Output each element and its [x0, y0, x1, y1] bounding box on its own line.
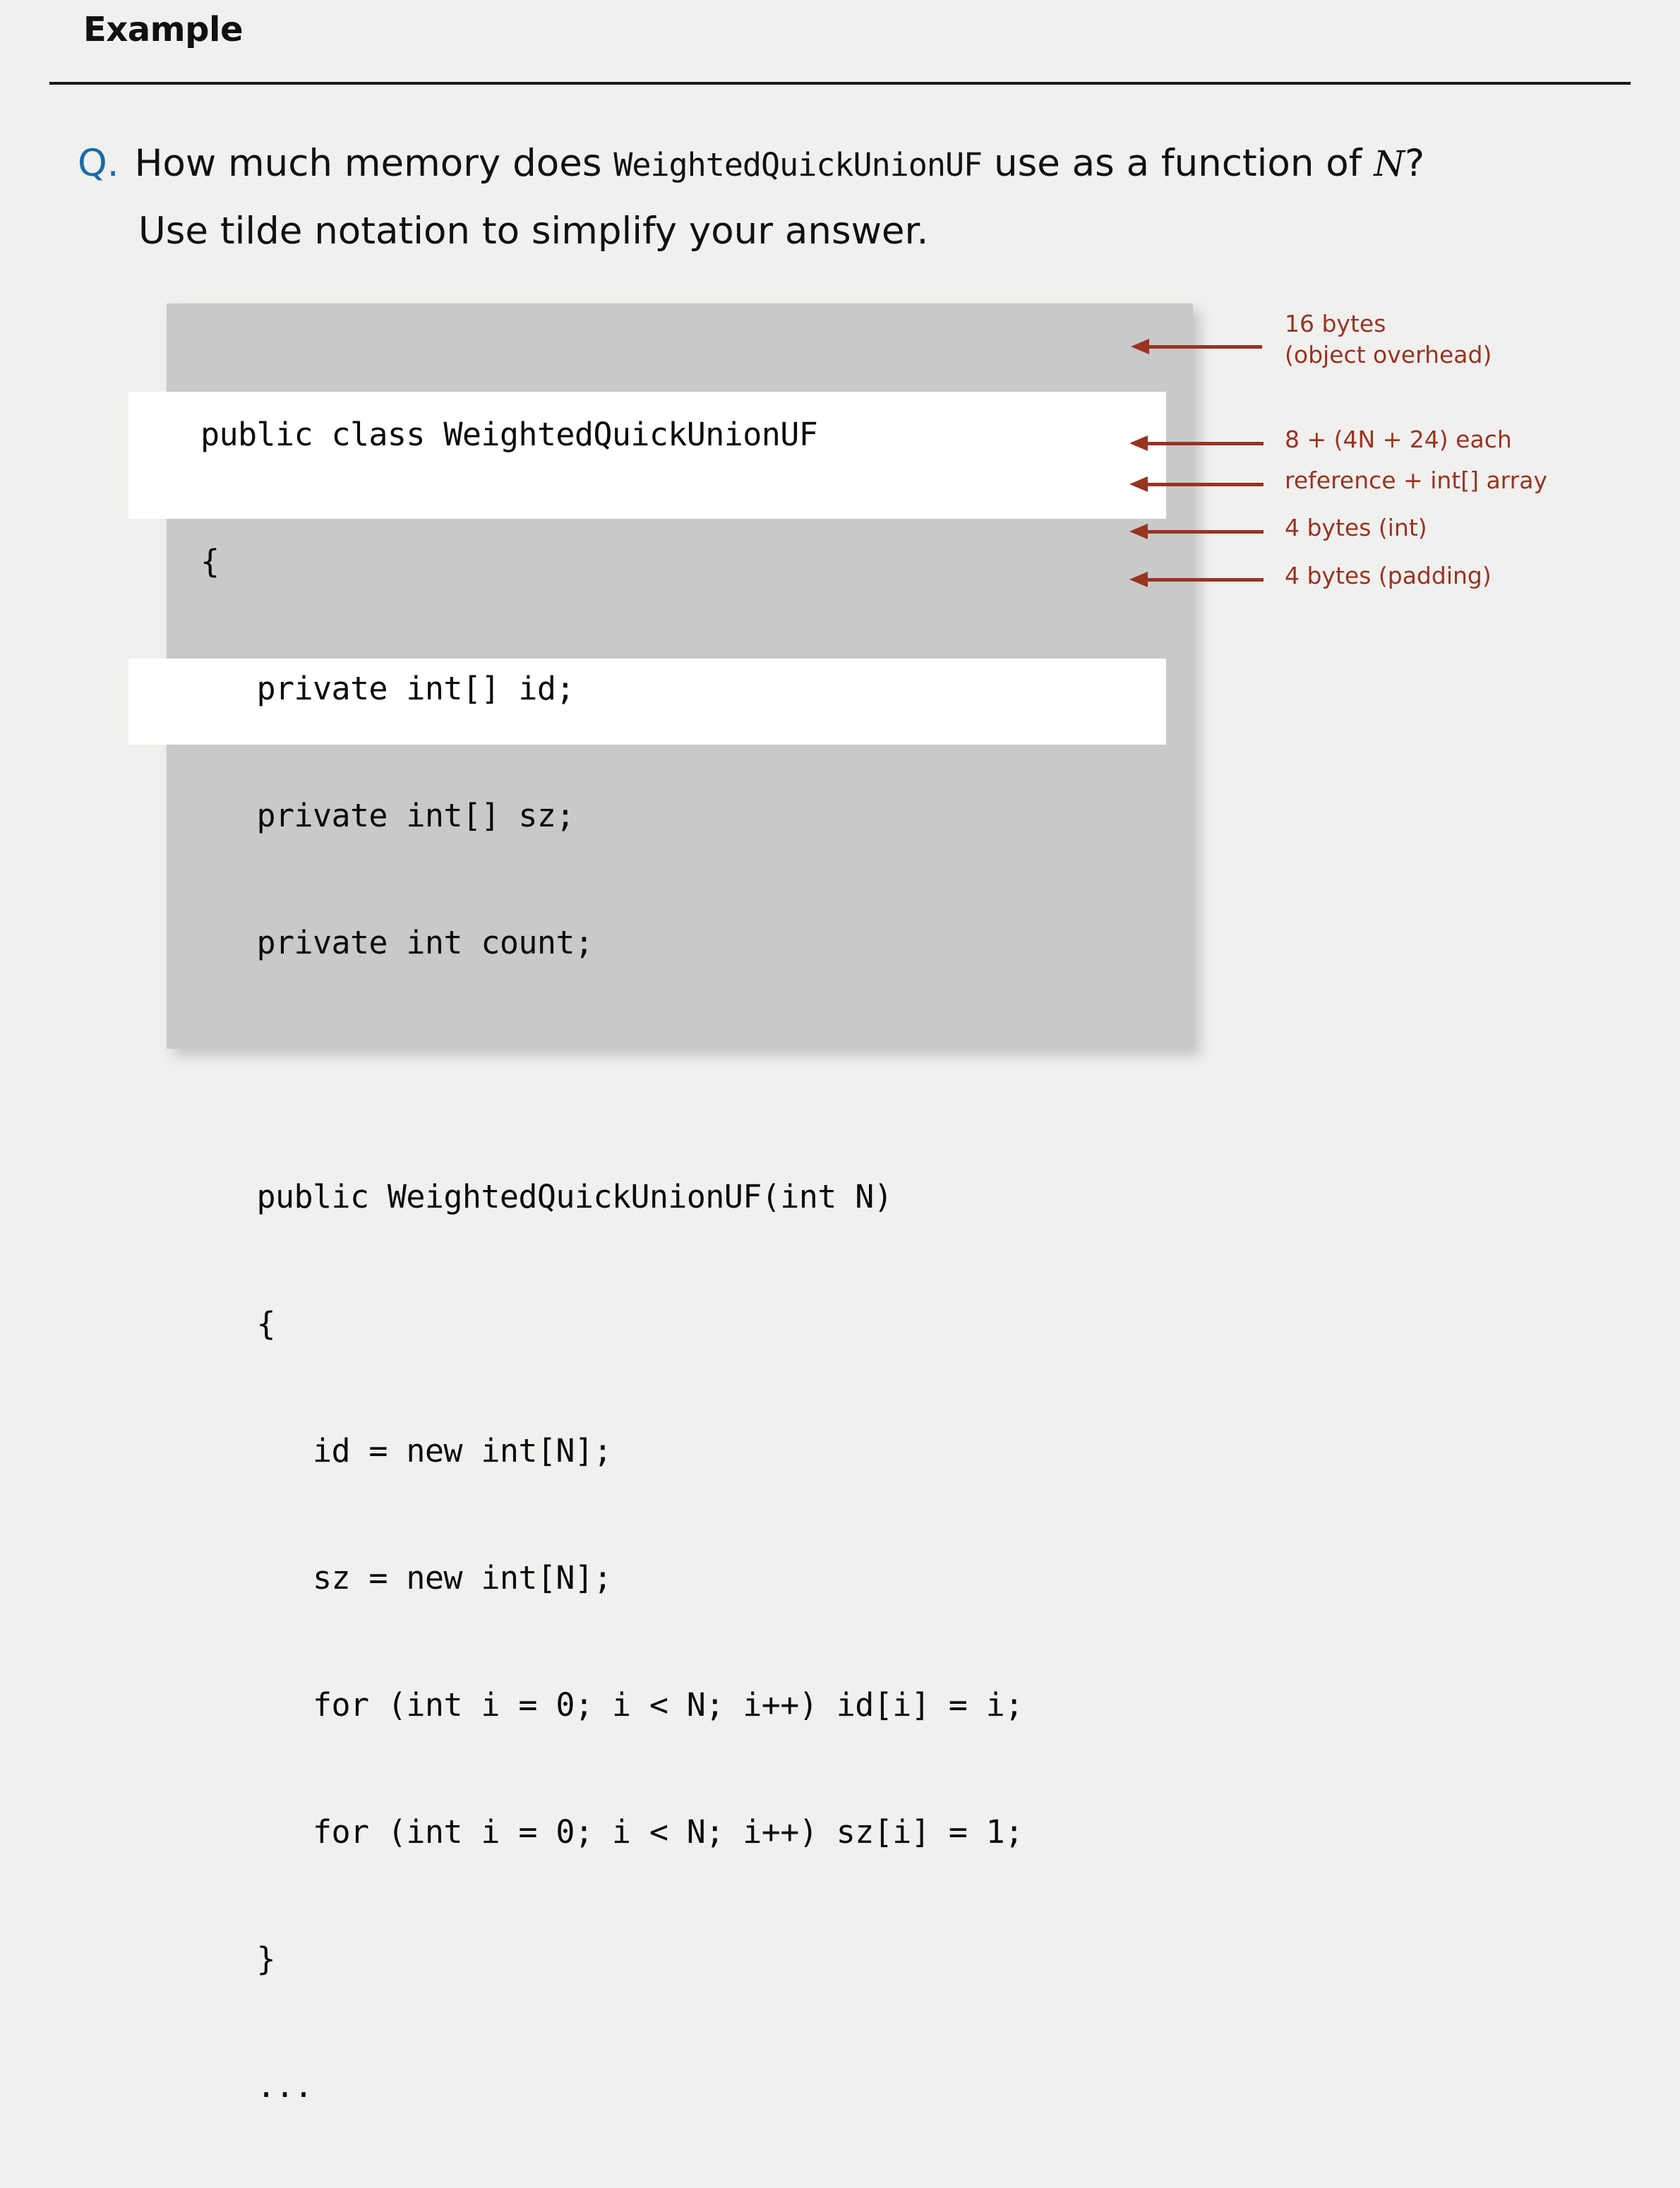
- annotation-line: reference + int[] array: [1285, 467, 1547, 494]
- arrow-head-icon: [1129, 524, 1148, 539]
- highlight-fields: [128, 392, 1166, 519]
- question-text-a: How much memory does: [134, 142, 614, 185]
- code-line: sz = new int[N];: [200, 1559, 612, 1597]
- code-line: {: [200, 543, 220, 580]
- annotation-line: 4 bytes (padding): [1285, 562, 1492, 589]
- arrow-shaft: [1142, 483, 1264, 486]
- code-line: ...: [200, 2067, 313, 2105]
- annotation-object-overhead: 16 bytes (object overhead): [1285, 308, 1492, 371]
- code-line: public WeightedQuickUnionUF(int N): [200, 1178, 893, 1215]
- code-line: private int count;: [200, 924, 594, 961]
- class-name-mono: WeightedQuickUnionUF: [613, 146, 983, 184]
- code-figure: public class WeightedQuickUnionUF { priv…: [128, 303, 1200, 2105]
- annotation-padding: 4 bytes (padding): [1285, 560, 1492, 591]
- code-line: }: [200, 1940, 275, 1978]
- arrow-shaft: [1142, 530, 1264, 534]
- annotation-line: 16 bytes: [1285, 310, 1386, 337]
- arrow-shaft: [1142, 442, 1264, 445]
- code-text: public class WeightedQuickUnionUF { priv…: [167, 303, 1193, 2188]
- arrow-shaft: [1142, 578, 1264, 582]
- arrow-head-icon: [1131, 339, 1149, 354]
- annotation-reference-array: reference + int[] array: [1285, 465, 1547, 496]
- annotation-int-size: 4 bytes (int): [1285, 512, 1427, 543]
- code-line: private int[] id;: [200, 670, 575, 707]
- question-marker: Q.: [78, 142, 119, 185]
- question-block: Q. How much memory does WeightedQuickUnio…: [78, 131, 1631, 265]
- arrow-head-icon: [1129, 572, 1148, 587]
- question-text-c: ?: [1404, 142, 1425, 185]
- question-text-b: use as a function of: [982, 142, 1374, 185]
- annotation-reference-size: 8 + (4N + 24) each: [1285, 424, 1512, 455]
- question-line-1: Q. How much memory does WeightedQuickUnio…: [78, 131, 1631, 198]
- code-panel: public class WeightedQuickUnionUF { priv…: [128, 303, 1193, 2105]
- code-line: {: [200, 1305, 275, 1342]
- arrow-head-icon: [1129, 435, 1148, 451]
- code-line: public class WeightedQuickUnionUF: [200, 416, 818, 453]
- code-line: [167, 1049, 1193, 1091]
- annotation-line: 4 bytes (int): [1285, 514, 1427, 541]
- annotation-arrow-reference-array: [1129, 476, 1264, 492]
- annotation-arrow-reference-size: [1129, 435, 1264, 451]
- variable-n: N: [1374, 143, 1405, 184]
- title-divider: [49, 82, 1631, 85]
- code-line: for (int i = 0; i < N; i++) sz[i] = 1;: [200, 1813, 1024, 1851]
- annotation-line: 8 + (4N + 24) each: [1285, 426, 1512, 453]
- page-title: Example: [83, 10, 244, 49]
- arrow-shaft: [1144, 345, 1262, 349]
- code-line: id = new int[N];: [200, 1432, 612, 1469]
- code-line: for (int i = 0; i < N; i++) id[i] = i;: [200, 1686, 1024, 1724]
- question-line-2: Use tilde notation to simplify your answ…: [138, 210, 929, 253]
- arrow-head-icon: [1129, 476, 1148, 492]
- annotation-arrow-int-size: [1129, 524, 1264, 539]
- annotation-line: (object overhead): [1285, 341, 1492, 368]
- highlight-allocations: [128, 659, 1166, 745]
- annotation-arrow-object-overhead: [1131, 339, 1262, 354]
- code-line: private int[] sz;: [200, 797, 575, 834]
- annotation-arrow-padding: [1129, 572, 1264, 587]
